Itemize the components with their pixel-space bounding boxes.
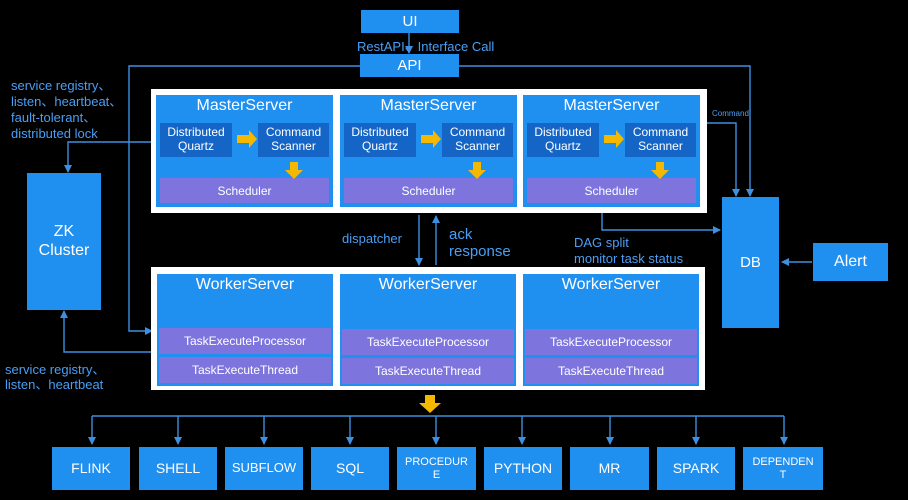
- worker-to-tasks-arrow: [419, 395, 441, 413]
- worker-server-3: WorkerServer TaskExecuteProcessor TaskEx…: [523, 274, 699, 386]
- task-type-subflow: SUBFLOW: [225, 447, 303, 490]
- master-server-3: MasterServer Distributed Quartz Command …: [523, 95, 700, 207]
- worker-title: WorkerServer: [195, 276, 295, 293]
- worker-server-1: WorkerServer TaskExecuteProcessor TaskEx…: [157, 274, 333, 386]
- zk-worker-note-line-1: service registry、: [5, 362, 106, 377]
- master-title: MasterServer: [563, 97, 660, 114]
- zk-worker-note-line-2: listen、heartbeat: [5, 377, 104, 392]
- task-type-flink: FLINK: [52, 447, 130, 490]
- zk-master-note-line-2: listen、heartbeat、: [11, 94, 123, 109]
- task-type-dependent: DEPENDEN T: [743, 447, 823, 490]
- worker-server-2: WorkerServer TaskExecuteProcessor TaskEx…: [340, 274, 516, 386]
- dispatcher-label: dispatcher: [342, 231, 402, 246]
- command-scanner: Command Scanner: [442, 123, 513, 157]
- task-type-shell: SHELL: [139, 447, 217, 490]
- ack-response-label: ack response: [449, 226, 511, 260]
- master-to-db-command-arrow: [707, 122, 740, 197]
- task-execute-processor: TaskExecuteProcessor: [525, 329, 697, 355]
- task-type-python: PYTHON: [484, 447, 562, 490]
- distributed-quartz: Distributed Quartz: [527, 123, 599, 157]
- api-box: API: [360, 54, 459, 77]
- master-title: MasterServer: [196, 97, 293, 114]
- master-title: MasterServer: [380, 97, 477, 114]
- alert-box: Alert: [813, 243, 888, 281]
- zk-master-note-line-4: distributed lock: [11, 126, 98, 141]
- worker-title: WorkerServer: [378, 276, 478, 293]
- zk-master-note-line-1: service registry、: [11, 78, 112, 93]
- worker-to-zk-arrow: [60, 310, 152, 353]
- ack-label: ack: [449, 226, 473, 243]
- scheduler: Scheduler: [527, 178, 696, 203]
- task-type-sql: SQL: [311, 447, 389, 490]
- quartz-to-scanner-arrow-2: [421, 130, 441, 148]
- dag-split-line-1: DAG split: [574, 235, 629, 250]
- task-execute-thread: TaskExecuteThread: [342, 358, 514, 384]
- task-type-mr: MR: [570, 447, 649, 490]
- dag-split-label: DAG split monitor task status: [574, 235, 683, 267]
- scanner-to-scheduler-arrow-3: [651, 162, 669, 179]
- task-execute-thread: TaskExecuteThread: [159, 357, 331, 383]
- master-server-1: MasterServer Distributed Quartz Command …: [156, 95, 333, 207]
- command-scanner: Command Scanner: [625, 123, 696, 157]
- task-execute-processor: TaskExecuteProcessor: [342, 329, 514, 355]
- master-server-2: MasterServer Distributed Quartz Command …: [340, 95, 517, 207]
- api-to-worker-arrow: [128, 65, 360, 335]
- scanner-to-scheduler-arrow-2: [468, 162, 486, 179]
- worker-title: WorkerServer: [561, 276, 661, 293]
- task-type-procedure: PROCEDUR E: [397, 447, 476, 490]
- zk-cluster-box: ZK Cluster: [27, 173, 101, 310]
- quartz-to-scanner-arrow-1: [237, 130, 257, 148]
- scheduler-to-db-arrow: [601, 207, 721, 234]
- task-type-spark: SPARK: [657, 447, 735, 490]
- restapi-label: RestAPI、Interface Call: [357, 39, 495, 54]
- db-box: DB: [722, 197, 779, 328]
- distributed-quartz: Distributed Quartz: [160, 123, 232, 157]
- distributed-quartz: Distributed Quartz: [344, 123, 416, 157]
- task-execute-thread: TaskExecuteThread: [525, 358, 697, 384]
- zk-master-note: service registry、 listen、heartbeat、 faul…: [11, 78, 122, 142]
- task-execute-processor: TaskExecuteProcessor: [159, 328, 331, 354]
- zk-master-note-line-3: fault-tolerant、: [11, 110, 97, 125]
- master-to-zk-arrow: [64, 141, 152, 173]
- api-to-db-arrow: [459, 65, 754, 197]
- dag-split-line-2: monitor task status: [574, 251, 684, 266]
- zk-worker-note: service registry、 listen、heartbeat: [5, 362, 105, 392]
- command-scanner: Command Scanner: [258, 123, 329, 157]
- scheduler: Scheduler: [344, 178, 513, 203]
- response-label: response: [449, 243, 511, 260]
- scheduler: Scheduler: [160, 178, 329, 203]
- ui-box: UI: [361, 10, 459, 33]
- command-label: Command: [712, 109, 749, 118]
- quartz-to-scanner-arrow-3: [604, 130, 624, 148]
- scanner-to-scheduler-arrow-1: [285, 162, 303, 179]
